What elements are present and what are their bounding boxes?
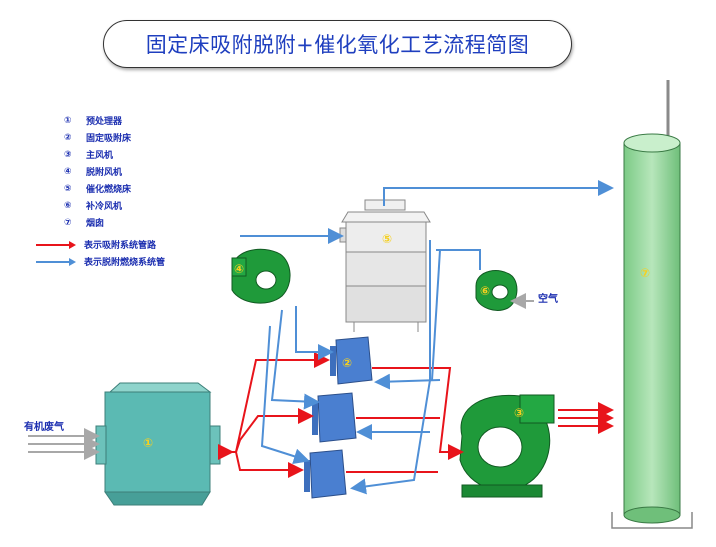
- adsorption-pipes: [218, 352, 614, 478]
- legend-adsorption-pipe: 表示吸附系统管路: [36, 236, 165, 253]
- adsorption-bed-top: [330, 336, 373, 385]
- cooling-fan: [475, 270, 518, 311]
- badge-bed: ②: [342, 356, 353, 370]
- badge-catalytic: ⑤: [382, 232, 393, 246]
- blue-arrow-icon: [36, 257, 76, 266]
- inlet-label: 有机废气: [24, 422, 64, 433]
- badge-cool-fan: ⑥: [480, 284, 491, 298]
- chimney: [611, 80, 693, 529]
- pipe-legend: 表示吸附系统管路 表示脱附燃烧系统管: [36, 236, 165, 270]
- air-label: 空气: [538, 294, 558, 305]
- catalytic-combustion-bed: [339, 199, 431, 332]
- badge-pretreat: ①: [143, 436, 154, 450]
- desorption-fan: [231, 248, 291, 304]
- adsorption-bed-middle: [312, 392, 357, 443]
- inlet-arrows: [28, 428, 100, 460]
- badge-desorb-fan: ④: [234, 262, 245, 276]
- main-fan: [459, 394, 555, 498]
- legend-desorption-pipe: 表示脱附燃烧系统管: [36, 253, 165, 270]
- red-arrow-icon: [36, 240, 76, 249]
- page-title: 固定床吸附脱附+催化氧化工艺流程简图: [145, 33, 530, 57]
- pretreatment-unit: [95, 382, 221, 506]
- badge-chimney: ⑦: [640, 266, 651, 280]
- title-banner: 固定床吸附脱附+催化氧化工艺流程简图: [103, 20, 572, 68]
- desorption-pipes: [240, 180, 614, 495]
- badge-main-fan: ③: [514, 406, 525, 420]
- adsorption-bed-bottom: [304, 449, 347, 499]
